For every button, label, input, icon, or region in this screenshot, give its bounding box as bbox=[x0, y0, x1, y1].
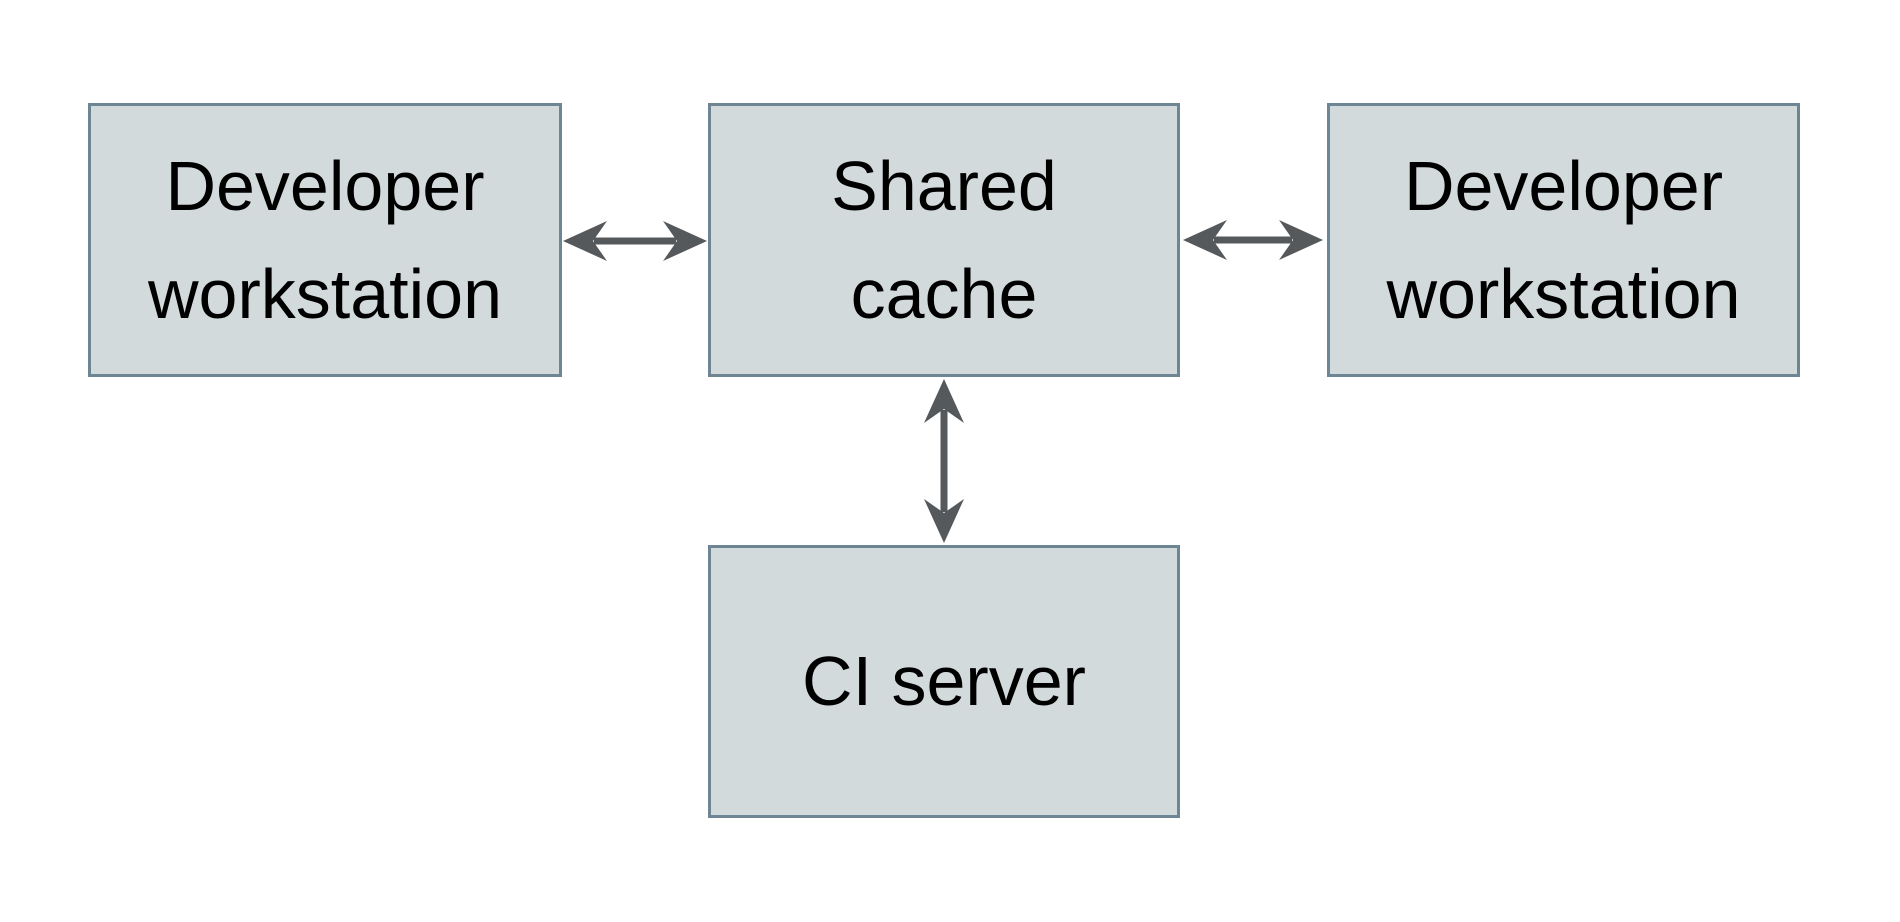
double-arrow-cache-dev-right bbox=[1183, 220, 1323, 260]
node-label-line: workstation bbox=[147, 255, 503, 333]
node-developer-workstation-left: Developer workstation bbox=[88, 103, 562, 377]
node-label-line: Developer bbox=[165, 146, 485, 225]
double-arrow-cache-ci bbox=[924, 379, 964, 543]
node-developer-workstation-right: Developer workstation bbox=[1327, 103, 1800, 377]
node-label: Shared cache bbox=[831, 132, 1057, 349]
node-label: Developer workstation bbox=[1386, 132, 1740, 349]
node-ci-server: CI server bbox=[708, 545, 1180, 818]
node-label-line: CI server bbox=[802, 642, 1086, 721]
node-label: Developer workstation bbox=[148, 132, 502, 349]
node-shared-cache: Shared cache bbox=[708, 103, 1180, 377]
node-label-line: Shared bbox=[831, 146, 1057, 225]
node-label-line: Developer bbox=[1403, 146, 1724, 225]
node-label: CI server bbox=[802, 627, 1086, 736]
double-arrow-dev-left-cache bbox=[563, 221, 707, 261]
node-label-line: workstation bbox=[1386, 255, 1741, 333]
node-label-line: cache bbox=[850, 255, 1038, 333]
